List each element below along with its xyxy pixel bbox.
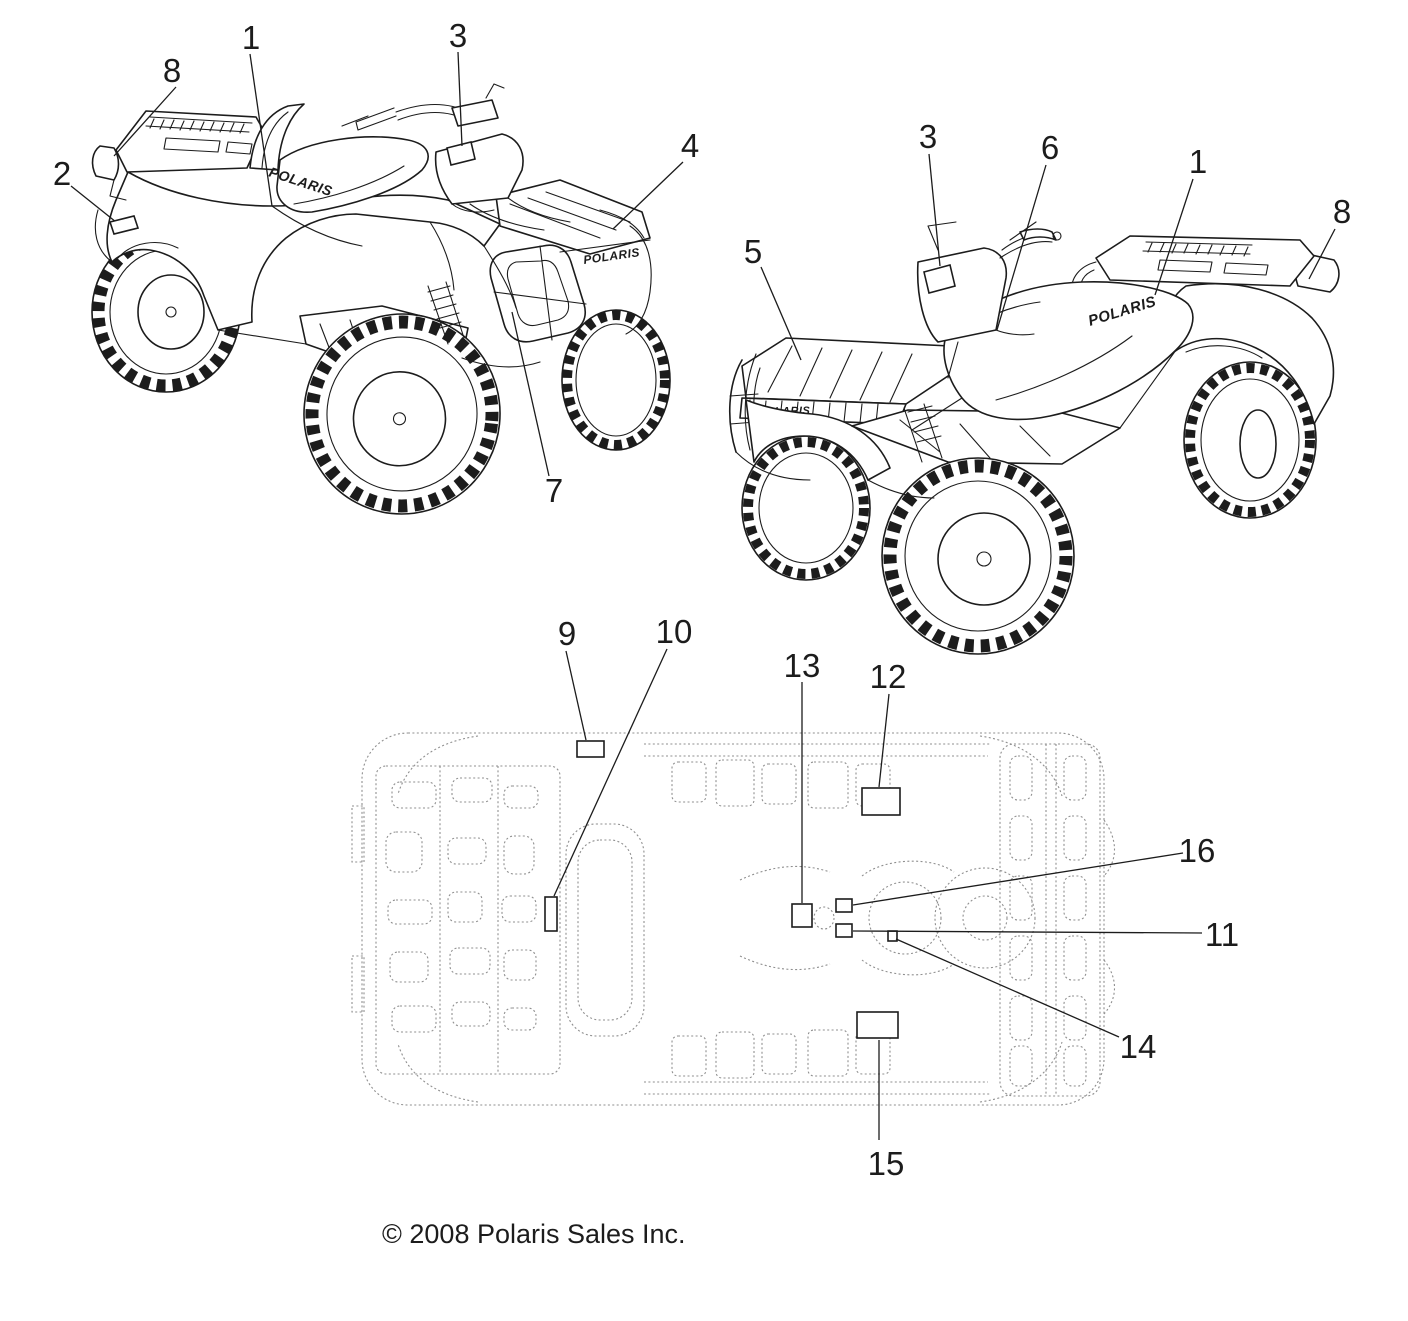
callout-10: 10 bbox=[656, 613, 693, 650]
callout-line-1a bbox=[249, 53, 273, 207]
callout-line-11 bbox=[852, 930, 1203, 934]
atv1-front-left-wheel bbox=[303, 313, 501, 515]
callout-11: 11 bbox=[1205, 916, 1239, 953]
callouts: 1 3 8 2 4 7 5 3 6 1 8 9 10 13 12 16 11 1… bbox=[53, 17, 1351, 1182]
callout-8a: 8 bbox=[163, 52, 181, 89]
callout-line-1b bbox=[1154, 178, 1194, 296]
callout-line-3a bbox=[457, 51, 463, 147]
callout-line-7 bbox=[511, 311, 550, 477]
atv-top-view bbox=[351, 732, 1115, 1106]
decal-location-12 bbox=[861, 787, 901, 816]
atv1-rear-rack bbox=[115, 110, 265, 173]
atv2-front-fender bbox=[745, 399, 891, 481]
decal-location-3a bbox=[446, 141, 476, 166]
atv1-brush-guard bbox=[489, 209, 652, 343]
atv1-console-pod bbox=[434, 133, 571, 231]
atv2-rear-left-wheel bbox=[881, 457, 1075, 655]
decal-location-15 bbox=[856, 1011, 899, 1039]
callout-line-14 bbox=[895, 938, 1120, 1038]
callout-line-16 bbox=[852, 852, 1184, 906]
callout-1a: 1 bbox=[242, 19, 260, 56]
callout-6: 6 bbox=[1041, 129, 1059, 166]
callout-14: 14 bbox=[1120, 1028, 1157, 1065]
atv2-rear-rack bbox=[1071, 235, 1315, 307]
callout-line-9 bbox=[565, 650, 587, 741]
callout-9: 9 bbox=[558, 615, 576, 652]
atv1-front-rack: POLARIS bbox=[495, 179, 651, 267]
atv2-front-wheel bbox=[741, 435, 871, 581]
callout-line-10 bbox=[553, 648, 668, 897]
decal-location-14 bbox=[887, 930, 898, 942]
callout-line-8a bbox=[113, 86, 177, 157]
topview-front-rack bbox=[999, 743, 1101, 1097]
callout-line-8b bbox=[1308, 228, 1336, 280]
decal-location-16 bbox=[835, 898, 853, 913]
callout-2: 2 bbox=[53, 155, 71, 192]
decal-location-11 bbox=[835, 923, 853, 938]
callout-line-5 bbox=[760, 266, 802, 361]
callout-line-2 bbox=[70, 185, 117, 223]
atv1-seat bbox=[276, 136, 429, 213]
callout-15: 15 bbox=[868, 1145, 905, 1182]
atv1-tail-tip bbox=[91, 145, 120, 181]
callout-line-6 bbox=[996, 164, 1047, 331]
decal-location-9 bbox=[576, 740, 605, 758]
atv1-handlebar bbox=[341, 83, 505, 131]
atv1-shock bbox=[217, 245, 541, 368]
callout-16: 16 bbox=[1179, 832, 1216, 869]
callout-4: 4 bbox=[681, 127, 699, 164]
callout-line-3b bbox=[928, 153, 941, 267]
atv-front-quarter-view: POLARIS POLARIS bbox=[728, 221, 1340, 655]
callout-3a: 3 bbox=[449, 17, 467, 54]
topview-driveline bbox=[813, 860, 1036, 976]
callout-3b: 3 bbox=[919, 118, 937, 155]
topview-seat bbox=[565, 823, 645, 1037]
callout-line-4 bbox=[612, 161, 684, 230]
decal-location-3b bbox=[923, 264, 956, 294]
atv2-console-pod bbox=[916, 221, 1035, 379]
callout-12: 12 bbox=[870, 658, 907, 695]
callout-8b: 8 bbox=[1333, 193, 1351, 230]
atv1-front-right-wheel bbox=[561, 309, 671, 451]
callout-13: 13 bbox=[784, 647, 821, 684]
atv2-handlebar bbox=[999, 221, 1062, 259]
atv-rear-quarter-view: POLARIS POLARIS bbox=[91, 83, 671, 515]
copyright-text: © 2008 Polaris Sales Inc. bbox=[382, 1219, 686, 1249]
decal-location-10 bbox=[544, 896, 558, 932]
decal-location-13 bbox=[791, 903, 813, 928]
callout-7: 7 bbox=[545, 472, 563, 509]
atv2-running-board bbox=[851, 409, 1121, 465]
atv2-rear-wheel bbox=[1183, 361, 1317, 519]
callout-5: 5 bbox=[744, 233, 762, 270]
callout-line-12 bbox=[878, 693, 890, 788]
decal-location-2 bbox=[108, 215, 140, 235]
topview-frame bbox=[644, 743, 990, 1095]
atv2-shock bbox=[867, 349, 1177, 499]
topview-rear-rack bbox=[375, 765, 561, 1075]
callout-1b: 1 bbox=[1189, 143, 1207, 180]
